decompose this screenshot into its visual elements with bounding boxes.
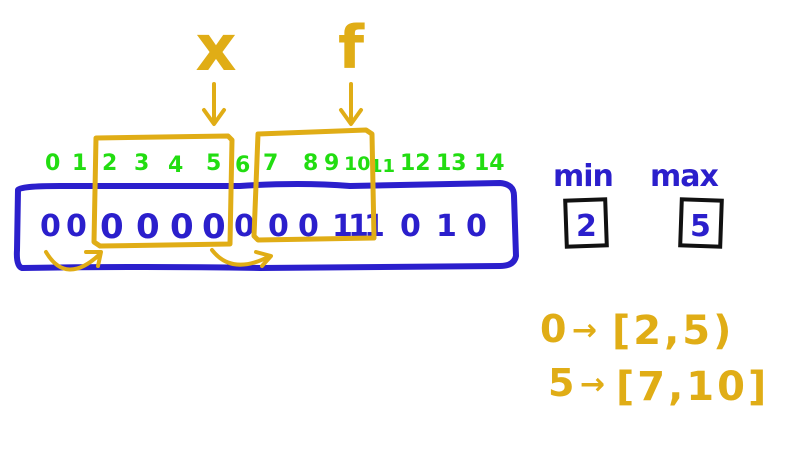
max-label: max	[650, 159, 719, 194]
pointer-x-arrow-head	[202, 108, 226, 126]
index-label: 0	[45, 151, 60, 176]
max-value: 5	[690, 209, 711, 244]
bit-value: 0	[400, 209, 421, 244]
index-label: 10	[344, 153, 370, 175]
mapping-row-0: 0 → [2,5)	[540, 307, 734, 354]
bit-value: 0	[268, 209, 289, 244]
mapping-key: 0	[540, 307, 566, 351]
bit-value: 0	[298, 209, 319, 244]
index-label: 11	[370, 156, 395, 177]
index-label: 3	[134, 151, 149, 176]
mapping-key: 5	[548, 361, 574, 405]
bit-value: 0	[202, 207, 226, 247]
index-label: 6	[235, 153, 250, 178]
mapping-row-1: 5 → [7,10]	[548, 361, 769, 410]
move-arrow-left	[44, 250, 102, 272]
pointer-f-arrow-head	[339, 108, 363, 126]
bit-value: 0	[66, 209, 87, 244]
index-label: 5	[206, 151, 221, 176]
window-box-x	[91, 133, 235, 249]
max-value-box	[678, 197, 724, 249]
window-box-f	[251, 127, 377, 243]
index-label: 12	[400, 151, 431, 176]
bit-value: 0	[100, 207, 124, 247]
bit-value: 1	[436, 209, 457, 244]
pointer-x-label: x	[195, 12, 236, 86]
mapping-arrow: →	[580, 367, 605, 402]
index-label: 2	[102, 151, 117, 176]
pointer-f-label: f	[338, 13, 365, 83]
bit-value: 1	[348, 209, 369, 244]
mapping-arrow: →	[572, 313, 597, 348]
bit-value: 0	[234, 209, 255, 244]
index-row: 0 1 2 3 4 5 6 7 8 9 10 11 12 13 14	[45, 151, 505, 178]
mapping-range: [7,10]	[616, 364, 769, 410]
bit-value: 0	[170, 207, 194, 247]
bit-value: 0	[136, 207, 160, 247]
index-label: 4	[168, 153, 183, 178]
move-arrow-right	[210, 248, 272, 267]
index-label: 1	[72, 151, 87, 176]
min-value-box	[563, 197, 609, 249]
min-value: 2	[576, 209, 597, 244]
index-label: 14	[474, 151, 505, 176]
bit-value: 1	[332, 209, 353, 244]
move-arrow-left-head	[84, 250, 103, 268]
index-label: 13	[436, 151, 467, 176]
bit-row: 0 0 0 0 0 0 0 0 0 1 1 1 0 1 0	[40, 207, 487, 247]
index-label: 9	[324, 151, 339, 176]
bit-value: 0	[466, 209, 487, 244]
index-label: 8	[303, 151, 318, 176]
array-box	[13, 180, 519, 271]
move-arrow-right-head	[254, 250, 273, 268]
bit-value: 0	[40, 209, 61, 244]
min-label: min	[553, 159, 613, 194]
index-label: 7	[263, 151, 278, 176]
mapping-range: [2,5)	[612, 308, 734, 354]
